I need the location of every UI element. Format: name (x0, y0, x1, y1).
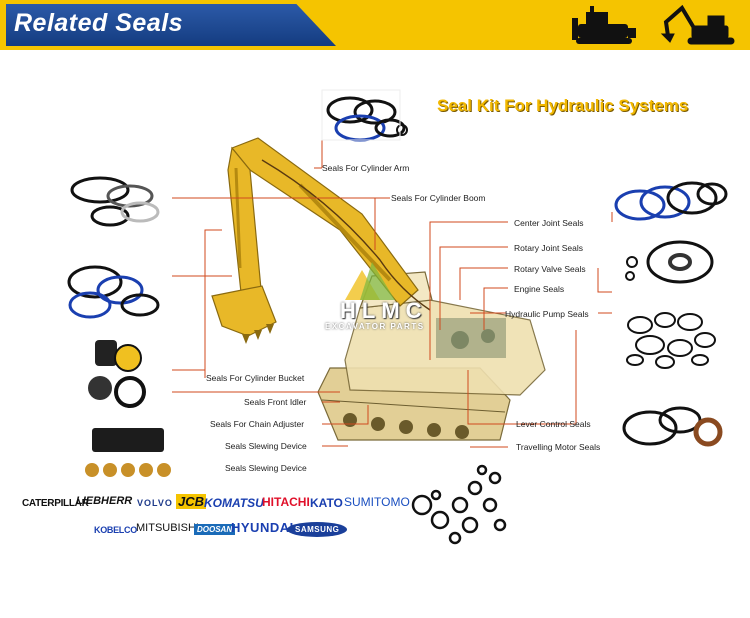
label-chain-adjuster: Seals For Chain Adjuster (210, 419, 305, 429)
brand-hyundai: HYUNDAI (231, 520, 294, 535)
travelling-motor-seal-kit (622, 406, 723, 447)
brand-doosan: DOOSAN (194, 524, 236, 535)
label-cylinder-arm: Seals For Cylinder Arm (322, 163, 410, 173)
label-slewing-device-2: Seals Slewing Device (225, 463, 307, 473)
hydraulic-pump-seal-kit (626, 312, 716, 369)
banner-title-panel (6, 4, 336, 46)
label-cylinder-boom: Seals For Cylinder Boom (391, 193, 486, 203)
brand-caterpillar: CATERPILLAR (22, 498, 89, 509)
brand-sumitomo: SUMITOMO (344, 495, 410, 509)
brand-kobelco: KOBELCO (94, 525, 137, 535)
center-joint-seal-kit (614, 181, 728, 221)
banner-title: Related Seals (14, 9, 184, 37)
brand-liebherr: LIEBHERR (76, 495, 133, 507)
o-ring-kit (411, 464, 507, 545)
label-cylinder-bucket: Seals For Cylinder Bucket (206, 373, 305, 383)
cylinder-boom-seal-kit (70, 176, 160, 227)
brand-jcb: JCB (176, 494, 207, 509)
cylinder-arm-seal-kit (321, 89, 408, 142)
brand-kato: KATO (310, 496, 343, 510)
rotary-joint-seal-kit (625, 240, 714, 284)
brand-volvo: VOLVO (137, 498, 173, 508)
header-banner: Related Seals (0, 0, 750, 50)
label-engine: Engine Seals (514, 284, 565, 294)
brand-samsung: SAMSUNG (287, 522, 348, 537)
machinery-icons (572, 4, 735, 45)
cylinder-bucket-seal-kit (67, 265, 160, 319)
watermark-subtitle: EXCAVATOR PARTS (325, 322, 425, 331)
label-slewing-device: Seals Slewing Device (225, 441, 307, 451)
slewing-device-parts (85, 428, 171, 477)
label-travelling-motor: Travelling Motor Seals (516, 442, 601, 452)
label-front-idler: Seals Front Idler (244, 397, 307, 407)
label-rotary-valve: Rotary Valve Seals (514, 264, 586, 274)
chain-adjuster-parts (88, 340, 146, 408)
label-center-joint: Center Joint Seals (514, 218, 584, 228)
brand-mitsubishi: MITSUBISHI (136, 522, 199, 534)
leader-lines (172, 138, 613, 448)
diagram-title: Seal Kit For Hydraulic Systems (437, 96, 689, 115)
bulldozer-icon (572, 6, 636, 44)
excavator-icon (660, 4, 735, 45)
label-hydraulic-pump: Hydraulic Pump Seals (505, 309, 589, 319)
label-lever-control: Lever Control Seals (516, 419, 591, 429)
label-rotary-joint: Rotary Joint Seals (514, 243, 583, 253)
watermark-logo (345, 262, 395, 300)
brand-hitachi: HITACHI (262, 495, 310, 509)
watermark-name: HLMC (340, 298, 428, 323)
brand-komatsu: KOMATSU (204, 496, 264, 510)
